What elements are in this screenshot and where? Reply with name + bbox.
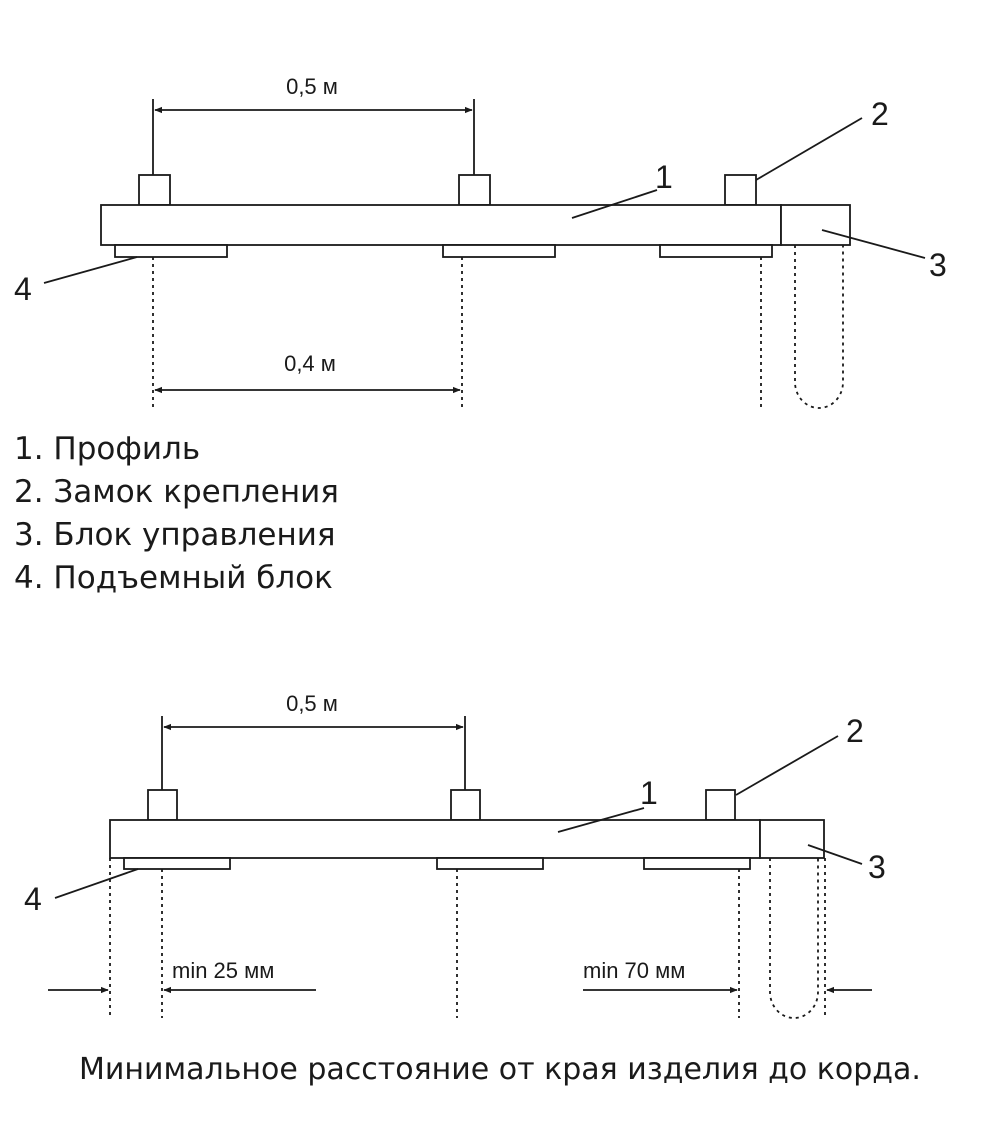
caption: Минимальное расстояние от края изделия д…	[79, 1052, 921, 1087]
top-lock-1	[138, 174, 171, 206]
bottom-leader-3	[807, 844, 863, 865]
bottom-leader-1	[557, 807, 645, 833]
top-lock-3	[724, 174, 757, 206]
legend-list: 1. Профиль 2. Замок крепления 3. Блок уп…	[14, 428, 339, 600]
top-leader-4	[43, 256, 138, 284]
top-leader-1	[571, 189, 658, 219]
bottom-callout-2: 2	[846, 713, 864, 749]
top-callout-4: 4	[14, 271, 32, 307]
legend-item-lock: 2. Замок крепления	[14, 474, 339, 510]
top-control-cord-loop	[794, 245, 844, 409]
bottom-profile	[109, 819, 761, 859]
top-leader-2	[755, 117, 863, 181]
bottom-dim-label-70: min 70 мм	[583, 958, 685, 983]
top-lock-2	[458, 174, 491, 206]
legend-item-lift-block: 4. Подъемный блок	[14, 560, 333, 596]
bottom-callout-3: 3	[868, 849, 886, 885]
bottom-leader-2	[735, 735, 839, 796]
bottom-diagram	[48, 716, 872, 1019]
top-dim-label-04: 0,4 м	[284, 351, 336, 376]
bottom-lift-block-2	[436, 857, 544, 870]
bottom-lock-3	[705, 789, 736, 821]
top-lift-block-3	[659, 244, 773, 258]
legend-item-profile: 1. Профиль	[14, 431, 201, 467]
top-diagram	[43, 99, 926, 410]
top-dim-label-05: 0,5 м	[286, 74, 338, 99]
bottom-callout-1: 1	[640, 775, 658, 811]
bottom-leader-4	[54, 868, 139, 899]
top-callout-3: 3	[929, 247, 947, 283]
top-lift-block-2	[442, 244, 556, 258]
bottom-dim-label-05: 0,5 м	[286, 691, 338, 716]
top-callout-1: 1	[655, 159, 673, 195]
bottom-lift-block-3	[643, 857, 751, 870]
top-leader-3	[821, 229, 926, 259]
bottom-callout-4: 4	[24, 881, 42, 917]
top-control-block	[780, 204, 851, 246]
legend-item-control-block: 3. Блок управления	[14, 517, 336, 553]
bottom-lock-1	[147, 789, 178, 821]
top-profile	[100, 204, 782, 246]
bottom-lock-2	[450, 789, 481, 821]
bottom-lift-block-1	[123, 857, 231, 870]
bottom-control-cord-loop	[769, 858, 819, 1019]
top-lift-block-1	[114, 244, 228, 258]
bottom-control-block	[759, 819, 825, 859]
bottom-dim-label-25: min 25 мм	[172, 958, 274, 983]
top-callout-2: 2	[871, 96, 889, 132]
